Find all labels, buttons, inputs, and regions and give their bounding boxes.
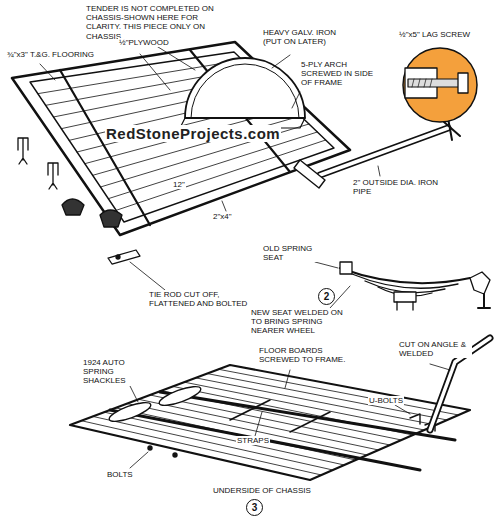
note-text: TENDER IS NOT COMPLETED ON CHASSIS-SHOWN…: [85, 4, 219, 41]
part-label: ¾"x3" T.&G. FLOORING: [6, 50, 95, 59]
pipe-clamp: [294, 160, 325, 188]
part-label: U-BOLTS: [368, 396, 404, 405]
callout-number: 2: [318, 288, 335, 305]
part-label: 5-PLY ARCH SCREWED IN SIDE OF FRAME: [300, 60, 384, 88]
part-label: HEAVY GALV. IRON (PUT ON LATER): [262, 28, 352, 46]
lag-screw-inset: [403, 48, 477, 122]
part-label: OLD SPRING SEAT: [262, 244, 319, 262]
dimension-label: 2"x4": [212, 212, 233, 221]
caption-label: UNDERSIDE OF CHASSIS: [212, 486, 312, 495]
frame-inner-rim: [30, 52, 334, 222]
part-label: ½"x5" LAG SCREW: [398, 30, 471, 39]
dimension-label: 12": [172, 180, 186, 189]
part-label: STRAPS: [236, 436, 270, 445]
leaf-spring: [340, 262, 490, 310]
spring-shackles: [107, 383, 435, 457]
part-label: FLOOR BOARDS SCREWED TO FRAME.: [258, 346, 350, 364]
part-label: BOLTS: [106, 470, 134, 479]
part-label: 2" OUTSIDE DIA. IRON PIPE: [352, 178, 442, 196]
part-label: 1924 AUTO SPRING SHACKLES: [82, 358, 156, 386]
part-label: NEW SEAT WELDED ON TO BRING SPRING NEARE…: [250, 308, 352, 336]
galv-iron-strip: [191, 64, 299, 118]
axle-brackets: [18, 138, 140, 264]
watermark: RedStoneProjects.com: [105, 125, 281, 142]
straps-lines: [230, 400, 330, 432]
tender-arch: [185, 58, 305, 118]
part-label: ½"PLYWOOD: [118, 38, 170, 47]
callout-number: 3: [246, 499, 263, 516]
part-label: CUT ON ANGLE & WELDED: [398, 340, 472, 358]
part-label: TIE ROD CUT OFF, FLATTENED AND BOLTED: [148, 290, 250, 308]
leader-lines: [40, 42, 450, 468]
